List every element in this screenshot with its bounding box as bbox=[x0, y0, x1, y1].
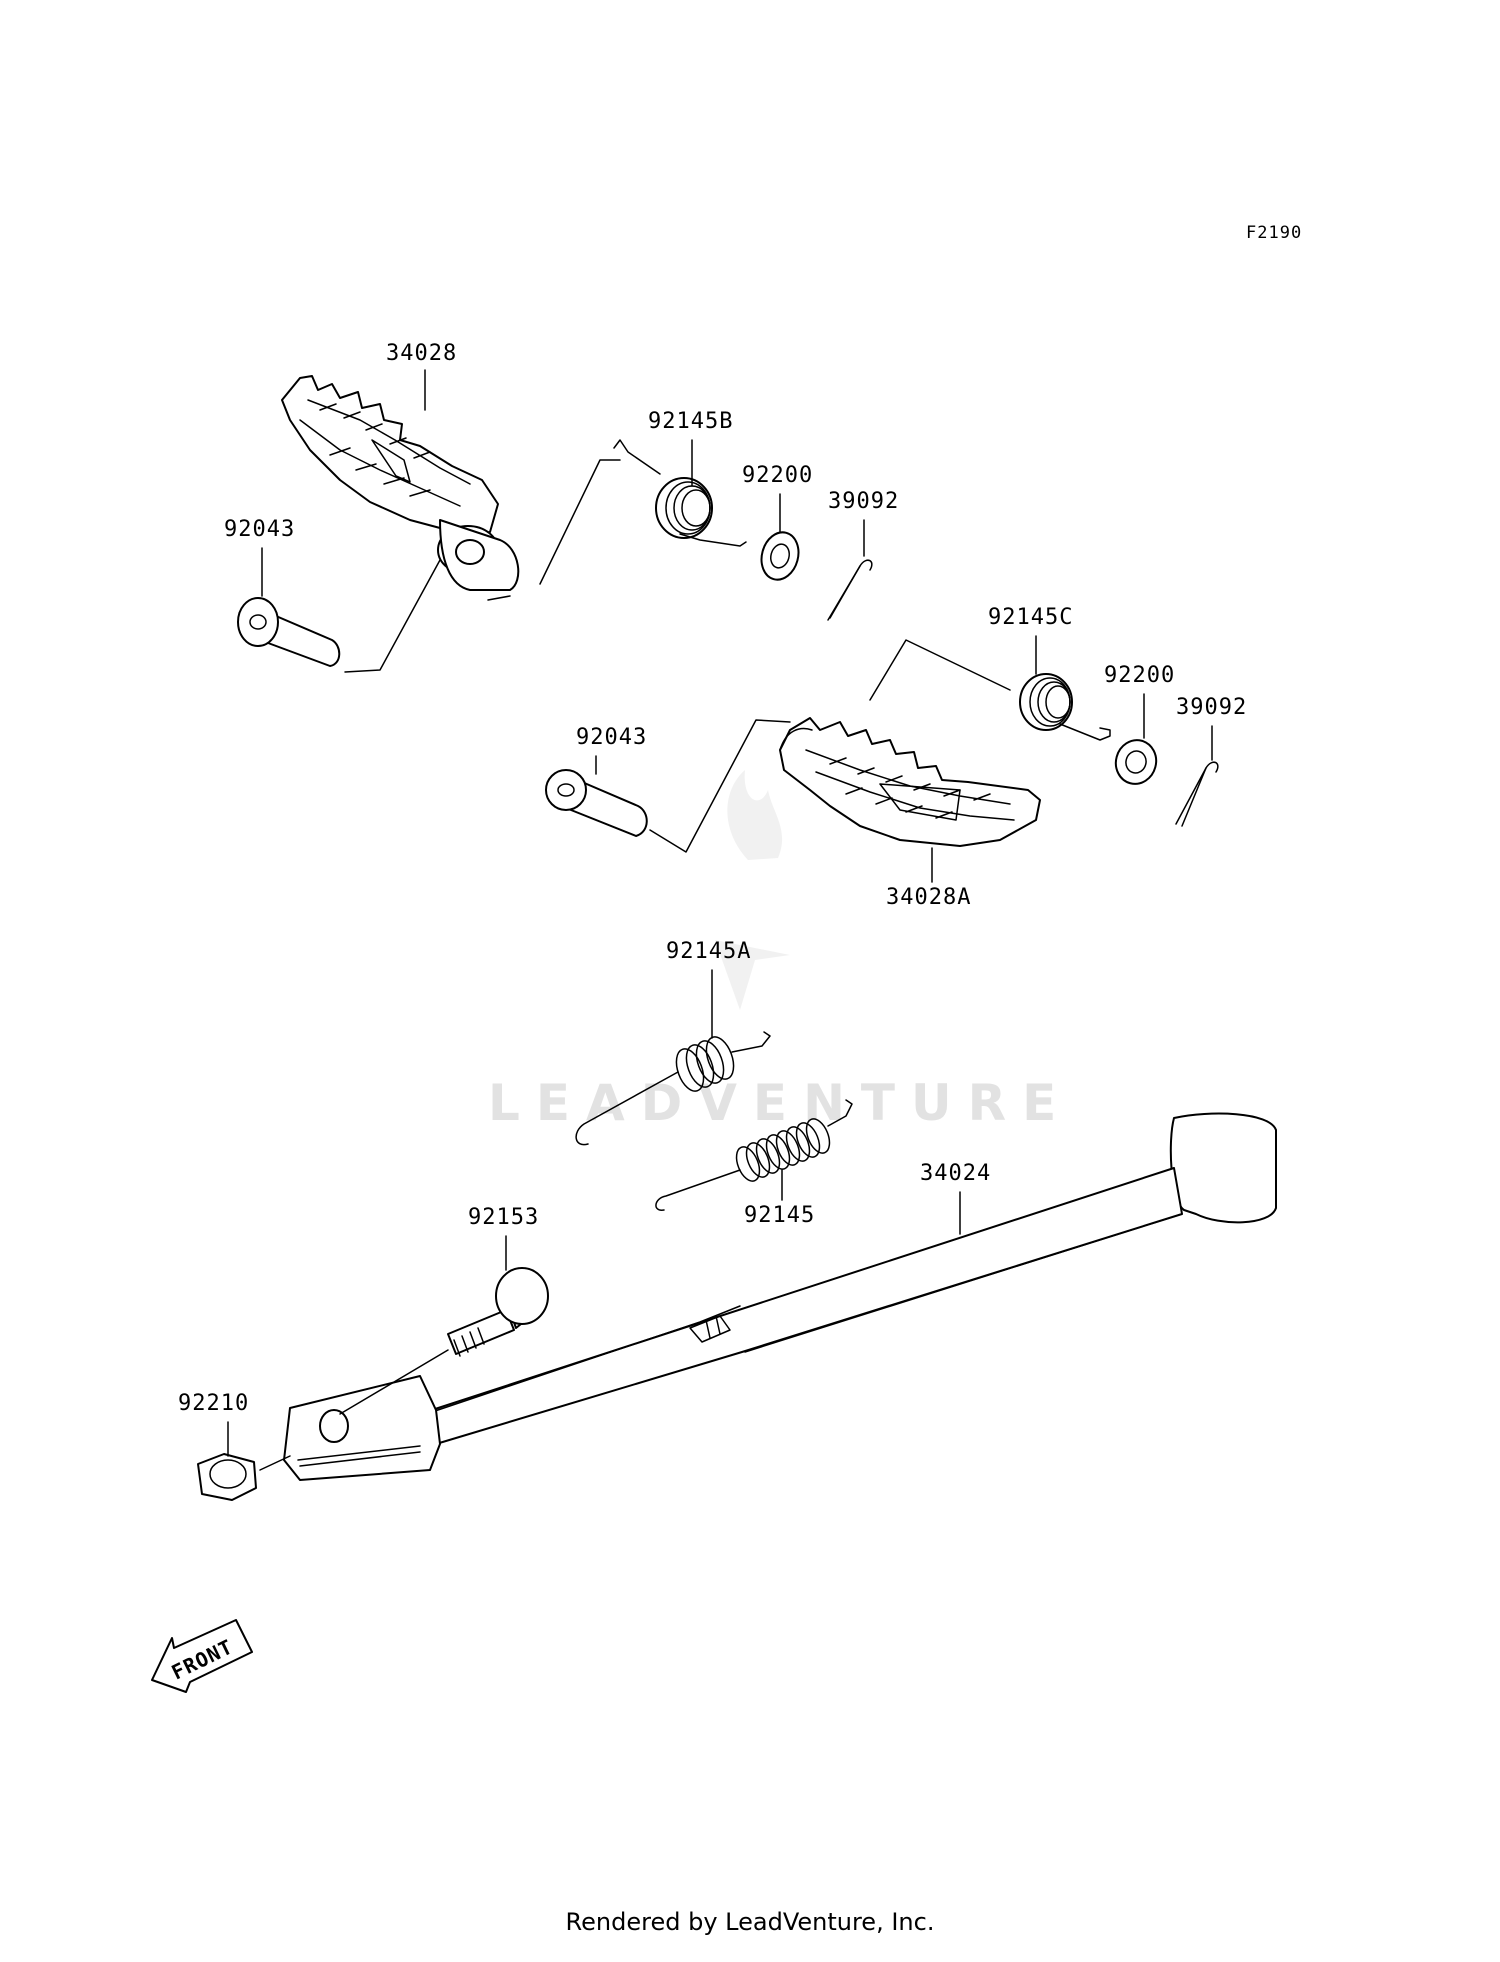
label-92145b: 92145B bbox=[648, 409, 733, 434]
spring-92145b bbox=[613, 439, 747, 547]
footer-credit: Rendered by LeadVenture, Inc. bbox=[565, 1908, 935, 1936]
label-34028a: 34028A bbox=[886, 885, 971, 910]
label-92153: 92153 bbox=[468, 1205, 539, 1230]
washer-92200-upper bbox=[760, 531, 800, 581]
side-stand-34024 bbox=[283, 1112, 1277, 1481]
label-92200-lower: 92200 bbox=[1104, 663, 1175, 688]
footpeg-pin-92043-upper bbox=[237, 597, 341, 667]
nut-92210 bbox=[197, 1453, 257, 1501]
assembly-line-upper bbox=[344, 459, 621, 673]
footpeg-pin-92043-lower bbox=[545, 769, 648, 837]
label-92210: 92210 bbox=[178, 1391, 249, 1416]
label-92145a: 92145A bbox=[666, 939, 751, 964]
label-34024: 34024 bbox=[920, 1161, 991, 1186]
spring-92145c bbox=[1019, 673, 1111, 741]
footpeg-34028 bbox=[281, 375, 520, 601]
label-92145: 92145 bbox=[744, 1203, 815, 1228]
figure-code: F2190 bbox=[1246, 223, 1302, 243]
assembly-line-nut bbox=[259, 1455, 291, 1471]
label-39092-upper: 39092 bbox=[828, 489, 899, 514]
assembly-line-bolt bbox=[339, 1349, 449, 1415]
watermark-text: LEADVENTURE bbox=[488, 1074, 1072, 1132]
cotter-pin-39092-lower bbox=[1175, 761, 1219, 827]
leadventure-watermark-logo bbox=[715, 770, 790, 1010]
label-92043-upper: 92043 bbox=[224, 517, 295, 542]
label-92200-upper: 92200 bbox=[742, 463, 813, 488]
label-34028: 34028 bbox=[386, 341, 457, 366]
cotter-pin-39092-upper bbox=[827, 559, 873, 621]
bolt-92153 bbox=[447, 1267, 549, 1357]
label-39092-lower: 39092 bbox=[1176, 695, 1247, 720]
front-arrow-icon: FRONT bbox=[151, 1619, 253, 1693]
label-92043-lower: 92043 bbox=[576, 725, 647, 750]
washer-92200-lower bbox=[1114, 739, 1158, 785]
footpeg-34028a bbox=[779, 717, 1041, 847]
assembly-line-lower bbox=[649, 639, 1011, 853]
label-92145c: 92145C bbox=[988, 605, 1073, 630]
spring-92145 bbox=[655, 1099, 853, 1211]
